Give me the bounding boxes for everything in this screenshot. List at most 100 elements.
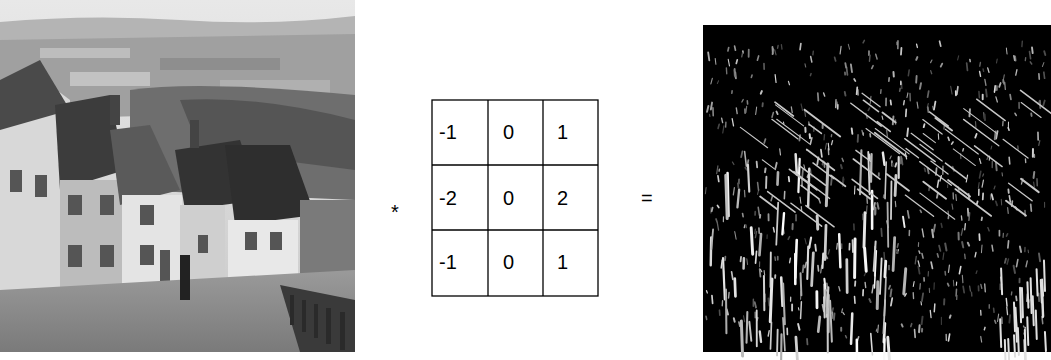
edge-stroke — [874, 241, 876, 270]
edge-stroke — [1043, 72, 1045, 78]
edge-stroke — [744, 316, 745, 322]
edge-stroke — [978, 91, 980, 97]
edge-stroke — [1042, 283, 1043, 317]
edge-stroke — [990, 195, 991, 200]
edge-stroke — [779, 149, 781, 155]
edge-stroke — [899, 88, 901, 91]
edge-stroke — [981, 217, 983, 220]
edge-stroke — [1013, 56, 1016, 60]
edge-stroke — [893, 238, 895, 271]
edge-stroke — [918, 261, 919, 266]
edge-stroke — [862, 214, 863, 220]
edge-stroke — [764, 270, 766, 275]
edge-stroke — [981, 245, 983, 253]
edge-stroke — [918, 267, 919, 274]
edge-stroke — [1000, 319, 1001, 347]
edge-stroke — [843, 312, 844, 314]
edge-stroke — [900, 157, 902, 164]
edge-stroke — [939, 246, 940, 251]
edge-stroke — [920, 210, 921, 212]
edge-stroke — [1006, 307, 1008, 314]
edge-stroke — [1025, 58, 1027, 61]
edge-stroke — [979, 63, 981, 67]
edge-stroke — [762, 160, 775, 170]
edge-stroke — [760, 331, 761, 341]
edge-stroke — [930, 310, 932, 317]
kernel-value: 1 — [557, 252, 568, 272]
edge-stroke — [741, 321, 742, 356]
edge-stroke — [958, 56, 959, 60]
edge-stroke — [839, 234, 840, 267]
edge-stroke — [799, 43, 802, 49]
edge-stroke — [809, 124, 821, 133]
edge-stroke — [883, 153, 885, 165]
edge-stroke — [998, 314, 999, 321]
edge-stroke — [1005, 340, 1006, 360]
edge-stroke — [851, 64, 852, 72]
edge-stroke — [775, 75, 777, 83]
edge-stroke — [736, 108, 738, 114]
edge-stroke — [839, 46, 841, 53]
edge-stroke — [870, 154, 873, 182]
edge-stroke — [715, 58, 717, 64]
edge-stroke — [854, 79, 855, 81]
edge-stroke — [1042, 63, 1043, 67]
edge-stroke — [751, 75, 753, 77]
kernel-value: -1 — [439, 122, 457, 142]
edge-stroke — [1006, 234, 1007, 236]
edge-stroke — [872, 66, 873, 69]
edge-stroke — [742, 258, 745, 268]
edge-stroke — [934, 102, 935, 110]
edge-stroke — [940, 41, 941, 46]
edge-stroke — [869, 134, 871, 137]
edge-stroke — [1003, 233, 1004, 237]
edge-stroke — [938, 134, 939, 139]
edge-stroke — [927, 107, 930, 112]
edge-stroke — [735, 232, 736, 240]
edge-stroke — [948, 180, 970, 197]
edge-stroke — [858, 189, 870, 198]
edge-stroke — [849, 244, 851, 250]
edge-stroke — [1003, 139, 1028, 158]
edge-stroke — [892, 164, 894, 166]
edge-stroke — [943, 299, 945, 304]
edge-stroke — [948, 265, 950, 272]
edge-stroke — [897, 244, 899, 247]
edge-stroke — [982, 95, 984, 100]
edge-stroke — [1044, 202, 1045, 207]
edge-stroke — [1009, 183, 1032, 201]
edge-stroke — [717, 176, 720, 182]
edge-stroke — [1002, 173, 1004, 176]
edge-stroke — [883, 339, 886, 360]
edge-stroke — [789, 258, 791, 262]
edge-stroke — [712, 108, 714, 116]
edge-stroke — [915, 76, 917, 83]
edge-stroke — [814, 245, 817, 251]
edge-stroke — [826, 164, 828, 206]
edge-stroke — [1001, 269, 1002, 295]
edge-stroke — [810, 74, 812, 76]
edge-stroke — [991, 245, 993, 251]
edge-stroke — [762, 103, 764, 106]
edge-stroke — [966, 63, 969, 70]
edge-stroke — [999, 231, 1001, 236]
edge-stroke — [920, 162, 952, 186]
edge-stroke — [833, 313, 835, 319]
edge-stroke — [877, 325, 879, 333]
edge-stroke — [959, 267, 960, 274]
edge-stroke — [945, 129, 978, 154]
edge-stroke — [771, 196, 772, 201]
edge-stroke — [949, 315, 952, 317]
edge-stroke — [782, 213, 784, 234]
edge-stroke — [706, 291, 708, 293]
edge-stroke — [812, 253, 814, 286]
edge-stroke — [735, 60, 738, 64]
edge-stroke — [947, 185, 948, 188]
edge-stroke — [1002, 121, 1004, 126]
edge-stroke — [1018, 328, 1019, 355]
edge-stroke — [844, 72, 846, 74]
edge-stroke — [992, 161, 993, 167]
edge-stroke — [911, 133, 933, 149]
edge-stroke — [1031, 48, 1034, 54]
